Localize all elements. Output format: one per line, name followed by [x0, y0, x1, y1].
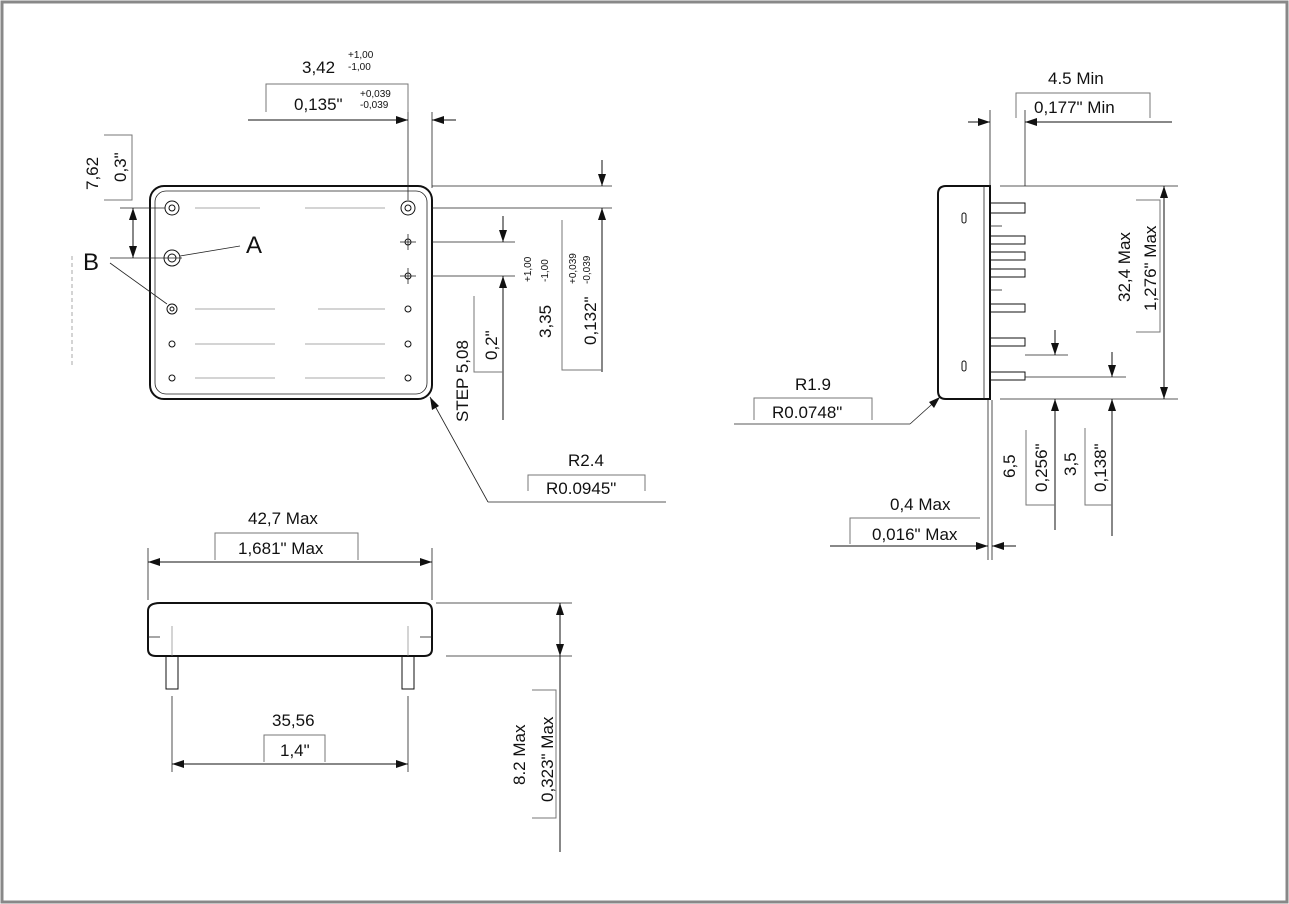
callout-b-label: B — [83, 249, 99, 276]
side-pin — [989, 235, 1026, 245]
side-pin — [989, 202, 1026, 214]
front-view: 42,7 Max 1,681" Max 35,56 1,4" 8.2 Max 0… — [147, 509, 572, 852]
side-pin — [989, 303, 1026, 313]
pin-hole — [168, 374, 176, 382]
right-offset-mm-tol-minus: -1,00 — [540, 259, 551, 282]
front-view-body — [147, 602, 433, 657]
side-view-body — [937, 185, 991, 400]
right-offset-in: 0,132" — [581, 296, 600, 345]
pin-dia-in: 0,016" Max — [872, 525, 958, 544]
front-pin — [401, 655, 415, 690]
left-pitch-mm: 7,62 — [83, 157, 102, 190]
callout-a-label: A — [246, 232, 262, 259]
left-pitch-in: 0,3" — [111, 152, 130, 182]
step-mm: STEP 5,08 — [453, 340, 472, 422]
front-pin — [165, 655, 179, 690]
top-offset-mm-tol-minus: -1,00 — [348, 62, 371, 73]
side-radius-in: R0.0748" — [772, 403, 842, 422]
pin-length-in: 0,177" Min — [1034, 98, 1115, 117]
top-offset-in-tol-minus: -0,039 — [360, 100, 389, 111]
side-pin-mm: 6,5 — [1000, 454, 1019, 478]
height-in: 0,323" Max — [538, 716, 557, 802]
top-offset-in-tol-plus: +0,039 — [360, 89, 391, 100]
right-offset-mm-tol-plus: +1,00 — [523, 256, 534, 282]
width-mm: 42,7 Max — [248, 509, 318, 528]
corner-radius-mm: R2.4 — [568, 451, 604, 470]
side-pin2-in: 0,138" — [1091, 443, 1110, 492]
step-in: 0,2" — [482, 330, 501, 360]
side-pin — [989, 268, 1026, 278]
pin-hole — [404, 305, 412, 313]
side-view: 4.5 Min 0,177" Min 32,4 Max 1,276" Max R… — [734, 69, 1178, 560]
side-pin-in: 0,256" — [1032, 443, 1051, 492]
length-in: 1,276" Max — [1141, 225, 1160, 311]
top-view: A B 7,62 0,3" 3,42 +1,00 -1,00 0,135" +0… — [71, 50, 666, 503]
pin-hole — [400, 200, 416, 216]
height-mm: 8.2 Max — [510, 724, 529, 785]
side-pin — [989, 371, 1026, 381]
pin-hole — [404, 340, 412, 348]
side-pin — [989, 251, 1026, 261]
pin-hole — [404, 374, 412, 382]
width-in: 1,681" Max — [238, 539, 324, 558]
pin-hole — [168, 340, 176, 348]
side-pin2-mm: 3,5 — [1061, 452, 1080, 476]
pin-span-mm: 35,56 — [272, 711, 315, 730]
pin-dia-mm: 0,4 Max — [890, 495, 951, 514]
length-mm: 32,4 Max — [1115, 232, 1134, 302]
side-radius-mm: R1.9 — [795, 375, 831, 394]
pin-length-mm: 4.5 Min — [1048, 69, 1104, 88]
top-offset-mm: 3,42 — [302, 58, 335, 77]
right-offset-in-tol-minus: -0,039 — [582, 255, 593, 284]
top-view-body — [149, 185, 433, 400]
top-offset-mm-tol-plus: +1,00 — [348, 50, 374, 61]
right-offset-mm: 3,35 — [536, 305, 555, 338]
side-pin — [989, 337, 1026, 347]
right-offset-in-tol-plus: +0,039 — [568, 253, 579, 284]
pin-span-in: 1,4" — [280, 741, 310, 760]
top-offset-in: 0,135" — [294, 95, 343, 114]
corner-radius-in: R0.0945" — [546, 479, 616, 498]
pin-hole-b — [166, 303, 178, 315]
